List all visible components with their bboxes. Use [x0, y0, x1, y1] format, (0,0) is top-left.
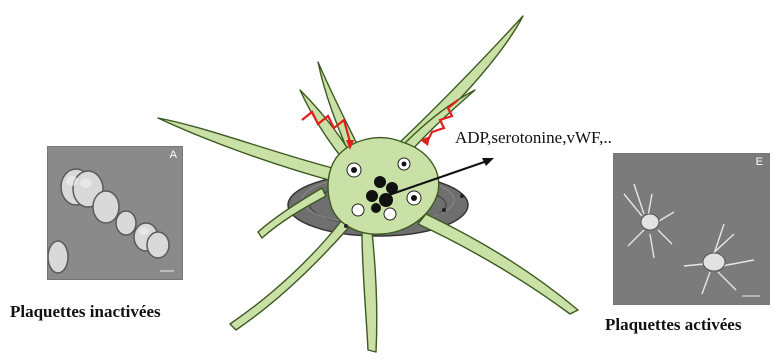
pseudopod-bottom: [362, 232, 377, 352]
pseudopod-left: [158, 118, 340, 182]
pseudopod-bottom-left: [230, 220, 350, 330]
pseudopod-lower-right: [418, 214, 578, 314]
secreted-factors-label: ADP,serotonine,vWF,..: [455, 128, 612, 148]
inactive-platelets-caption: Plaquettes inactivées: [10, 302, 161, 322]
pseudopods: [158, 16, 578, 352]
activated-platelets-caption: Plaquettes activées: [605, 315, 741, 335]
